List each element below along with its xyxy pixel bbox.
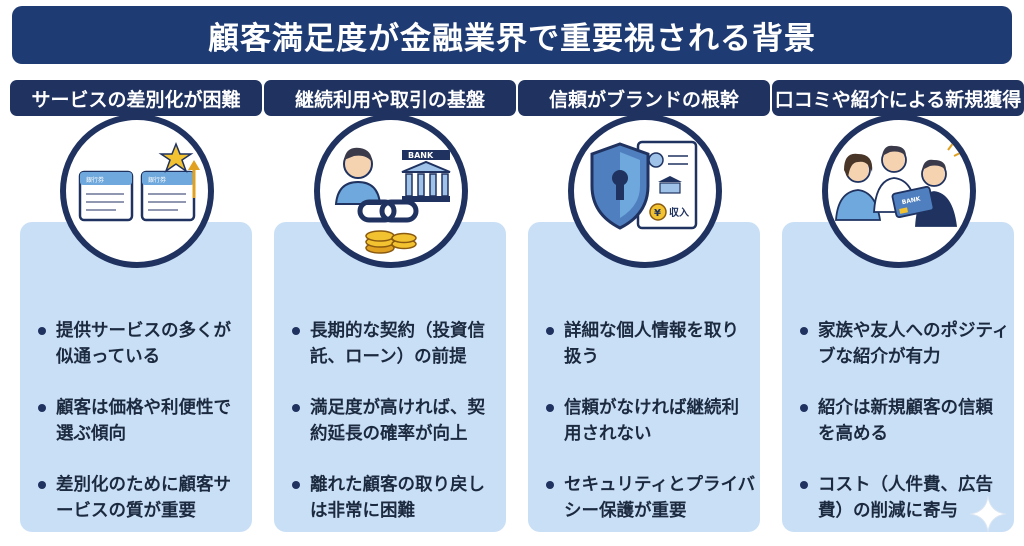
column-continuity: 長期的な契約（投資信託、ローン）の前提 満足度が高ければ、契約延長の確率が向上 … — [264, 80, 516, 540]
bullet-item: 家族や友人へのポジティブな紹介が有力 — [796, 318, 1010, 370]
bullet-item: 顧客は価格や利便性で選ぶ傾向 — [34, 395, 248, 447]
bullet-item: 長期的な契約（投資信託、ローン）の前提 — [288, 318, 502, 370]
bullet-item: 差別化のために顧客サービスの質が重要 — [34, 472, 248, 524]
bank-chain-coins-icon: BANK — [314, 114, 468, 268]
column-referral: 家族や友人へのポジティブな紹介が有力 紹介は新規顧客の信頼を高める コスト（人件… — [772, 80, 1024, 540]
column-differentiation: 提供サービスの多くが似通っている 顧客は価格や利便性で選ぶ傾向 差別化のために顧… — [10, 80, 262, 540]
column-heading: 口コミや紹介による新規獲得 — [772, 80, 1024, 116]
yen-symbol: ¥ — [654, 208, 661, 219]
bullet-list: 提供サービスの多くが似通っている 顧客は価格や利便性で選ぶ傾向 差別化のために顧… — [34, 318, 248, 546]
column-card: 詳細な個人情報を取り扱う 信頼がなければ継続利用されない セキュリティとプライバ… — [528, 222, 760, 532]
bankbook-label: 銀行券 — [148, 176, 166, 184]
column-card: 提供サービスの多くが似通っている 顧客は価格や利便性で選ぶ傾向 差別化のために顧… — [20, 222, 252, 532]
title-bar: 顧客満足度が金融業界で重要視される背景 — [12, 6, 1012, 64]
bankbook-label: 銀行券 — [86, 176, 104, 184]
bullet-item: 紹介は新規顧客の信頼を高める — [796, 395, 1010, 447]
column-card: 家族や友人へのポジティブな紹介が有力 紹介は新規顧客の信頼を高める コスト（人件… — [782, 222, 1014, 532]
income-label: 収入 — [669, 207, 689, 219]
bullet-item: 信頼がなければ継続利用されない — [542, 395, 756, 447]
column-heading: サービスの差別化が困難 — [10, 80, 262, 116]
bullet-list: 長期的な契約（投資信託、ローン）の前提 満足度が高ければ、契約延長の確率が向上 … — [288, 318, 502, 546]
bullet-item: 詳細な個人情報を取り扱う — [542, 318, 756, 370]
bullet-item: 提供サービスの多くが似通っている — [34, 318, 248, 370]
shield-document-icon: ¥ 収入 — [568, 114, 722, 268]
bankbook-star-icon: 銀行券 銀行券 — [60, 114, 214, 268]
page-title: 顧客満足度が金融業界で重要視される背景 — [208, 20, 816, 57]
bullet-item: 満足度が高ければ、契約延長の確率が向上 — [288, 395, 502, 447]
bullet-item: 離れた顧客の取り戻しは非常に困難 — [288, 472, 502, 524]
bank-sign-label: BANK — [408, 151, 434, 160]
bullet-list: 詳細な個人情報を取り扱う 信頼がなければ継続利用されない セキュリティとプライバ… — [542, 318, 756, 546]
column-card: 長期的な契約（投資信託、ローン）の前提 満足度が高ければ、契約延長の確率が向上 … — [274, 222, 506, 532]
bullet-item: セキュリティとプライバシー保護が重要 — [542, 472, 756, 524]
bullet-list: 家族や友人へのポジティブな紹介が有力 紹介は新規顧客の信頼を高める コスト（人件… — [796, 318, 1010, 546]
column-heading: 信頼がブランドの根幹 — [518, 80, 770, 116]
sparkle-icon — [969, 495, 1007, 533]
people-card-referral-icon: BANK — [822, 114, 976, 268]
column-trust: 詳細な個人情報を取り扱う 信頼がなければ継続利用されない セキュリティとプライバ… — [518, 80, 770, 540]
bullet-item: コスト（人件費、広告費）の削減に寄与 — [796, 472, 1010, 524]
card-bank-label: BANK — [901, 195, 921, 206]
column-heading: 継続利用や取引の基盤 — [264, 80, 516, 116]
